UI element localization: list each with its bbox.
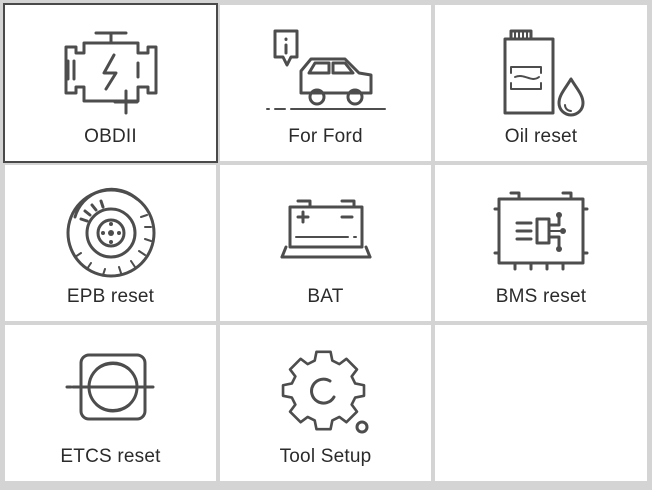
- menu-label-etcs-reset: ETCS reset: [60, 446, 161, 467]
- menu-tile-epb-reset[interactable]: EPB reset: [5, 165, 216, 321]
- brake-disc-icon: [66, 187, 155, 278]
- menu-tile-bat[interactable]: BAT: [220, 165, 431, 321]
- menu-tile-bms-reset[interactable]: BMS reset: [435, 165, 647, 321]
- battery-icon: [280, 199, 371, 259]
- menu-tile-oil-reset[interactable]: Oil reset: [435, 5, 647, 161]
- menu-label-bms-reset: BMS reset: [495, 286, 587, 307]
- menu-label-oil-reset: Oil reset: [504, 126, 578, 147]
- menu-tile-for-ford[interactable]: For Ford: [220, 5, 431, 161]
- menu-label-epb-reset: EPB reset: [66, 286, 155, 307]
- gear-icon: [281, 350, 368, 434]
- menu-label-for-ford: For Ford: [288, 126, 363, 147]
- menu-tile-obdii[interactable]: OBDII: [3, 3, 218, 163]
- throttle-body-icon: [65, 353, 154, 421]
- menu-label-bat: BAT: [307, 286, 344, 307]
- menu-label-obdii: OBDII: [84, 126, 137, 147]
- menu-tile-tool-setup[interactable]: Tool Setup: [220, 325, 431, 481]
- car-info-icon: [265, 29, 386, 110]
- oil-can-icon: [503, 29, 585, 117]
- bms-chip-icon: [493, 191, 589, 271]
- menu-label-tool-setup: Tool Setup: [279, 446, 372, 467]
- engine-icon: [64, 31, 157, 115]
- menu-tile-empty: [435, 325, 647, 481]
- menu-tile-etcs-reset[interactable]: ETCS reset: [5, 325, 216, 481]
- menu-grid: OBDII For Ford: [3, 3, 647, 485]
